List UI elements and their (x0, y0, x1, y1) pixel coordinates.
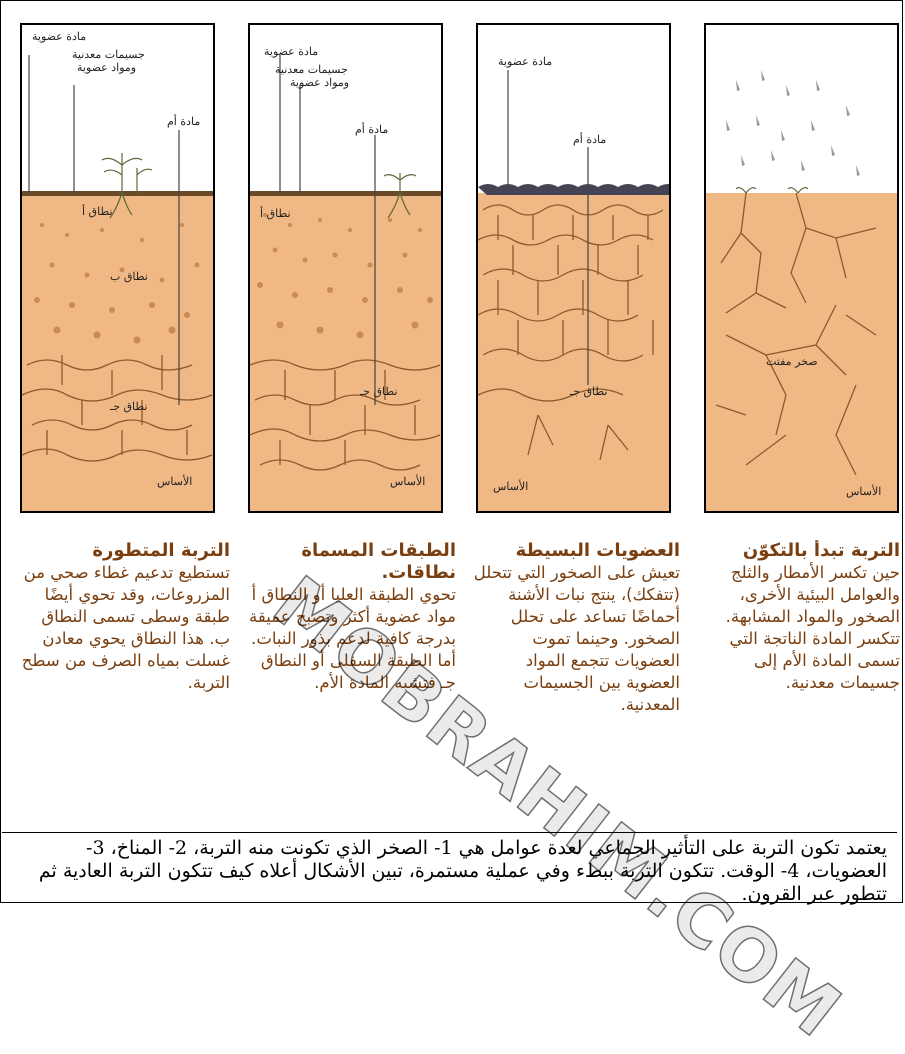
label-bedrock: الأساس (390, 475, 425, 488)
caption-title: الطبقات المسماة نطاقات. (246, 540, 456, 584)
label-horizon-a: نطاق أ (82, 205, 113, 218)
soil-profile-organisms (478, 25, 669, 511)
label-parent-material: مادة أم (355, 123, 388, 136)
soil-profile-developed (22, 25, 213, 511)
panel-simple-organisms: مادة عضوية مادة أم نطاق جـ الأساس (476, 23, 671, 513)
label-bedrock: الأساس (493, 480, 528, 493)
caption-soil-begins: التربة تبدأ بالتكوّن حين تكسر الأمطار وا… (690, 540, 900, 825)
soil-profile-horizons (250, 25, 441, 511)
panel-developed-soil: مادة عضوية جسيمات معدنية ومواد عضوية ماد… (20, 23, 215, 513)
caption-horizons: الطبقات المسماة نطاقات. تحوي الطبقة العل… (246, 540, 456, 825)
soil-profile-rain (706, 25, 897, 511)
label-mineral-particles-2: ومواد عضوية (77, 61, 136, 74)
summary-box: يعتمد تكون التربة على التأثير الجماعي لع… (2, 832, 897, 905)
panel-horizons: مادة عضوية جسيمات معدنية ومواد عضوية ماد… (248, 23, 443, 513)
label-organic-matter: مادة عضوية (498, 55, 552, 68)
caption-title: التربة المتطورة (20, 540, 230, 562)
label-organic-matter: مادة عضوية (264, 45, 318, 58)
caption-body: تحوي الطبقة العليا أو النطاق أ مواد عضوي… (249, 585, 456, 692)
label-horizon-b: نطاق ب (110, 270, 148, 283)
caption-body: تستطيع تدعيم غطاء صحي من المزروعات، وقد … (22, 563, 230, 692)
label-horizon-c: نطاق جـ (570, 385, 608, 398)
label-bedrock: الأساس (846, 485, 881, 498)
label-parent-material: مادة أم (573, 133, 606, 146)
caption-title: التربة تبدأ بالتكوّن (690, 540, 900, 562)
label-horizon-a: نطاق أ (260, 207, 291, 220)
panel-soil-begins: صخر مفتت الأساس (704, 23, 899, 513)
caption-title: العضويات البسيطة (470, 540, 680, 562)
caption-developed-soil: التربة المتطورة تستطيع تدعيم غطاء صحي من… (20, 540, 230, 825)
label-crushed-rock: صخر مفتت (766, 355, 818, 368)
label-organic-matter: مادة عضوية (32, 30, 86, 43)
label-parent-material: مادة أم (167, 115, 200, 128)
caption-body: تعيش على الصخور التي تتحلل (تتفكك)، ينتج… (474, 563, 680, 714)
label-mineral-particles-2: ومواد عضوية (290, 76, 349, 89)
label-horizon-c: نطاق جـ (110, 400, 148, 413)
caption-body: حين تكسر الأمطار والثلج والعوامل البيئية… (726, 563, 900, 692)
summary-text: يعتمد تكون التربة على التأثير الجماعي لع… (12, 837, 887, 906)
caption-simple-organisms: العضويات البسيطة تعيش على الصخور التي تت… (470, 540, 680, 825)
label-horizon-c: نطاق جـ (360, 385, 398, 398)
label-mineral-particles: جسيمات معدنية (72, 48, 145, 61)
label-mineral-particles: جسيمات معدنية (275, 63, 348, 76)
label-bedrock: الأساس (157, 475, 192, 488)
